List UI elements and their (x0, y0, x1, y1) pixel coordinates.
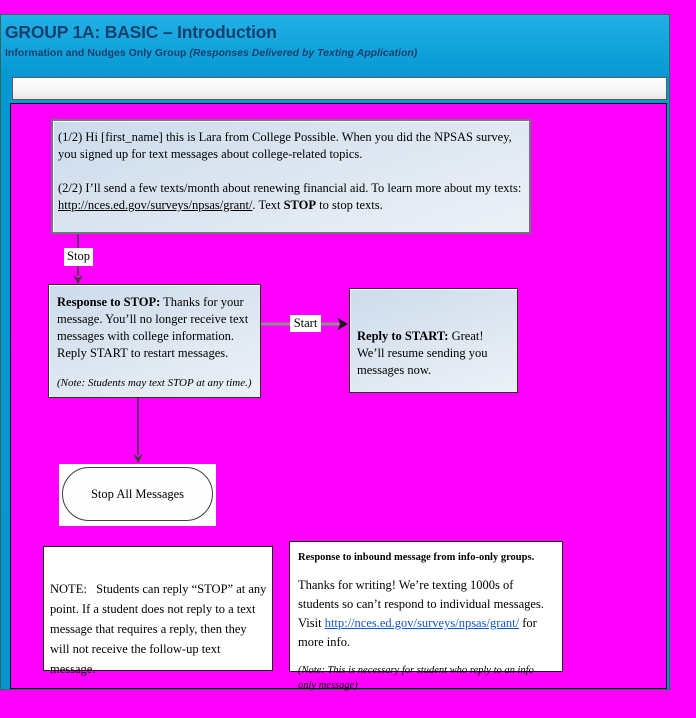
reply-to-start-body: Great! We’ll resume sending you messages… (357, 329, 488, 377)
page-subtitle: Information and Nudges Only Group (Respo… (5, 47, 417, 59)
blank-toolbar-bar (12, 77, 667, 100)
inbound-response-note: (Note: This is necessary for student who… (298, 665, 534, 691)
npsas-grant-link[interactable]: http://nces.ed.gov/surveys/npsas/grant/ (58, 198, 253, 212)
response-to-stop-label: Response to STOP: (57, 295, 161, 309)
start-edge-label: Start (290, 315, 321, 332)
inbound-response-body: Thanks for writing! We’re texting 1000s … (298, 576, 554, 652)
arrow-stop-to-terminal (133, 398, 143, 463)
inbound-body-text: Thanks for writing! We’re texting 1000s … (298, 578, 544, 630)
stop-keyword: STOP (283, 198, 317, 212)
intro-message-2-text: (2/2) I’ll send a few texts/month about … (58, 181, 522, 195)
reply-to-start-box: Reply to START: Great! We’ll resume send… (349, 288, 518, 393)
stop-all-messages-label: Stop All Messages (90, 486, 185, 501)
response-to-stop-body: Thanks for your message. You’ll no longe… (57, 295, 249, 360)
stop-edge-label: Stop (64, 248, 93, 266)
flow-panel: (1/2) Hi [first_name] this is Lara from … (10, 103, 667, 691)
stop-all-messages-pill: Stop All Messages (62, 467, 213, 521)
stop-all-messages-terminal: Stop All Messages (59, 464, 216, 526)
page-subtitle-text: Information and Nudges Only Group (5, 47, 190, 59)
response-to-stop-note: (Note: Students may text STOP at any tim… (57, 377, 252, 389)
page-title: GROUP 1A: BASIC – Introduction (5, 22, 277, 42)
inbound-response-box: Response to inbound message from info-on… (289, 541, 563, 691)
intro-message-box: (1/2) Hi [first_name] this is Lara from … (51, 119, 531, 234)
inbound-body-post: for more info. (298, 616, 537, 649)
response-to-stop-box: Response to STOP: Thanks for your messag… (48, 284, 261, 398)
intro-message-2-mid: . Text (252, 198, 284, 212)
page-subtitle-italic: (Responses Delivered by Texting Applicat… (189, 47, 418, 59)
npsas-grant-link-blue[interactable]: http://nces.ed.gov/surveys/npsas/grant/ (324, 616, 520, 630)
inbound-response-heading: Response to inbound message from info-on… (298, 552, 535, 563)
reply-to-start-label: Reply to START: (357, 329, 449, 343)
intro-message-2-post: to stop texts. (316, 198, 383, 212)
intro-message-1: (1/2) Hi [first_name] this is Lara from … (58, 130, 512, 161)
note-box: NOTE: Students can reply “STOP” at any p… (43, 546, 273, 676)
intro-message-2: (2/2) I’ll send a few texts/month about … (58, 180, 523, 214)
